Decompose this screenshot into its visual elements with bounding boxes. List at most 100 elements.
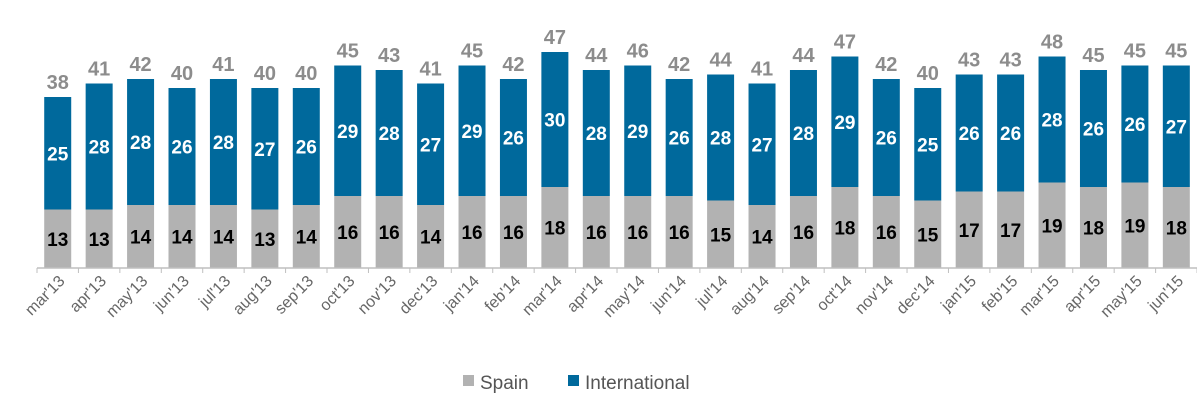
- bar-spain: [997, 191, 1025, 268]
- bar-international: [499, 79, 527, 196]
- bar-international: [375, 70, 403, 196]
- label-spain-value: 16: [586, 223, 607, 244]
- x-tick-label: nov'14: [852, 273, 897, 318]
- bar-international: [417, 83, 445, 205]
- label-international-value: 27: [254, 140, 275, 161]
- label-international-value: 28: [586, 124, 607, 145]
- bar-international: [292, 88, 320, 205]
- bar-international: [748, 83, 776, 205]
- x-tick-label: sep'13: [272, 273, 317, 318]
- label-international-value: 25: [917, 135, 939, 156]
- x-tick-label: jun'13: [150, 273, 193, 316]
- legend-label-spain: Spain: [480, 373, 529, 394]
- bar-spain: [955, 191, 983, 268]
- bar-spain: [582, 196, 610, 268]
- label-international-value: 26: [669, 129, 690, 150]
- bar-international: [665, 79, 693, 196]
- bar-international: [1162, 65, 1190, 187]
- bar-international: [334, 65, 362, 196]
- label-total-value: 43: [999, 50, 1021, 72]
- bar-spain: [44, 209, 72, 268]
- bar-spain: [458, 196, 486, 268]
- bar-spain: [914, 200, 942, 268]
- label-spain-value: 17: [959, 221, 980, 242]
- label-total-value: 38: [47, 72, 69, 94]
- label-spain-value: 16: [627, 223, 648, 244]
- label-total-value: 43: [958, 50, 980, 72]
- bar-international: [251, 88, 279, 210]
- label-spain-value: 16: [793, 223, 814, 244]
- x-tick-label: jan'15: [937, 273, 980, 316]
- label-total-value: 44: [709, 50, 732, 72]
- label-total-value: 45: [1082, 45, 1104, 67]
- label-total-value: 42: [875, 54, 897, 76]
- legend-swatch-spain: [463, 375, 474, 386]
- bar-spain: [872, 196, 900, 268]
- label-total-value: 45: [337, 41, 359, 63]
- label-international-value: 26: [1083, 120, 1104, 141]
- bar-spain: [624, 196, 652, 268]
- label-total-value: 45: [1124, 41, 1146, 63]
- bar-spain: [1079, 187, 1107, 268]
- label-total-value: 40: [917, 63, 939, 85]
- bar-international: [624, 65, 652, 196]
- labels-group: 1325381328411428421426401428411327401426…: [47, 27, 1188, 251]
- bar-international: [707, 74, 735, 201]
- bar-spain: [209, 205, 237, 268]
- label-spain-value: 13: [47, 230, 68, 251]
- bar-spain: [251, 209, 279, 268]
- label-international-value: 26: [1124, 115, 1145, 136]
- label-international-value: 28: [793, 124, 814, 145]
- label-international-value: 28: [1041, 111, 1062, 132]
- legend-label-international: International: [585, 373, 690, 394]
- bar-spain: [417, 205, 445, 268]
- label-spain-value: 16: [503, 223, 524, 244]
- label-international-value: 28: [130, 133, 151, 154]
- label-international-value: 28: [379, 124, 400, 145]
- label-international-value: 26: [1000, 124, 1021, 145]
- label-spain-value: 14: [213, 228, 235, 249]
- x-tick-label: dec'14: [894, 273, 939, 318]
- bar-spain: [748, 205, 776, 268]
- label-spain-value: 18: [1083, 219, 1104, 240]
- label-international-value: 29: [461, 122, 482, 143]
- label-total-value: 40: [254, 63, 276, 85]
- x-tick-label: jan'14: [440, 273, 483, 316]
- label-spain-value: 14: [420, 228, 442, 249]
- x-tick-label: may'13: [103, 273, 151, 321]
- label-spain-value: 16: [876, 223, 897, 244]
- label-international-value: 27: [420, 135, 441, 156]
- label-spain-value: 14: [171, 228, 193, 249]
- label-international-value: 26: [296, 138, 317, 159]
- bar-international: [997, 74, 1025, 192]
- label-total-value: 44: [585, 45, 608, 67]
- bar-international: [127, 79, 155, 205]
- bar-international: [1038, 56, 1066, 183]
- label-spain-value: 13: [254, 230, 275, 251]
- bar-spain: [499, 196, 527, 268]
- bar-international: [209, 79, 237, 205]
- label-spain-value: 19: [1041, 216, 1062, 237]
- bar-international: [872, 79, 900, 196]
- bar-spain: [789, 196, 817, 268]
- label-international-value: 27: [751, 135, 772, 156]
- x-tick-label: nov'13: [355, 273, 400, 318]
- label-total-value: 47: [544, 27, 566, 49]
- bar-international: [168, 88, 196, 205]
- label-international-value: 26: [959, 124, 980, 145]
- bar-international: [44, 97, 72, 210]
- bar-spain: [375, 196, 403, 268]
- x-tick-label: aug'13: [230, 273, 276, 319]
- label-total-value: 42: [502, 54, 524, 76]
- bar-spain: [541, 187, 569, 268]
- label-total-value: 44: [792, 45, 815, 67]
- legend-swatch-international: [568, 375, 579, 386]
- bar-spain: [665, 196, 693, 268]
- label-international-value: 28: [89, 138, 110, 159]
- label-spain-value: 18: [834, 219, 855, 240]
- bar-international: [582, 70, 610, 196]
- legend: Spain International: [463, 373, 690, 394]
- bars-group: [44, 52, 1190, 268]
